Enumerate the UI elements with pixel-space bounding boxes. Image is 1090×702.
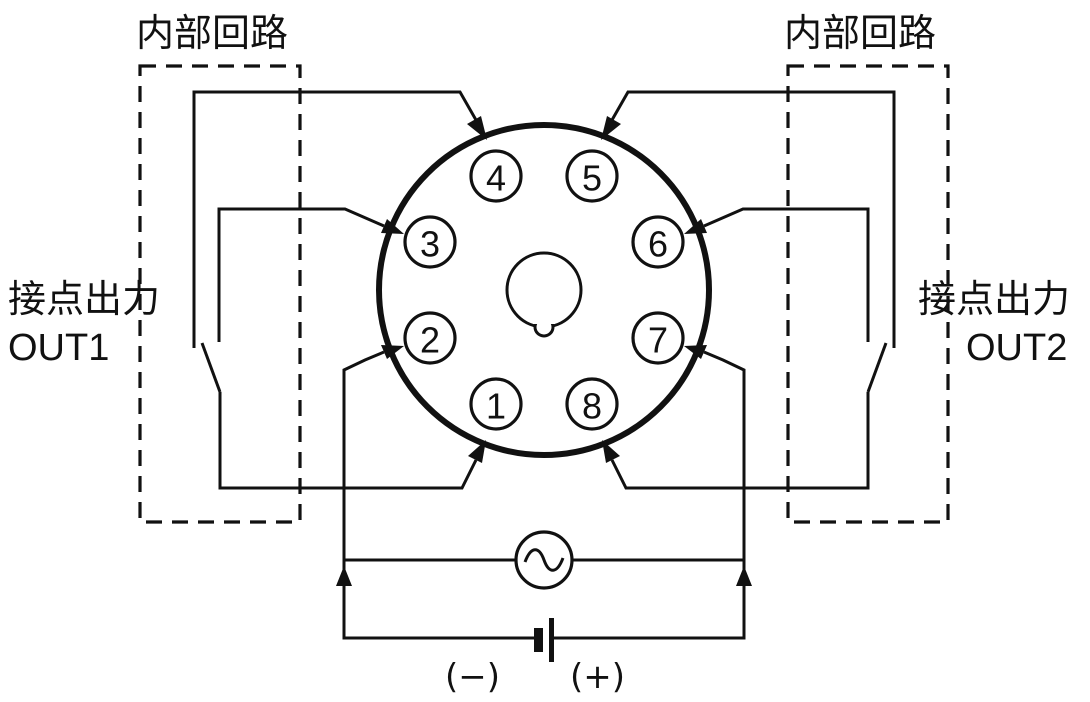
- wire-right-contact-to-pin5: [610, 90, 896, 348]
- internal-circuit-label-left: 内部回路: [136, 11, 288, 55]
- wire-dc-right: [552, 600, 746, 640]
- pin-8-label: 8: [582, 386, 602, 427]
- pin-7: 7: [631, 311, 685, 365]
- contact-output-label-left: 接点出力: [8, 277, 160, 321]
- ac-sine-icon: [514, 530, 574, 590]
- internal-circuit-box-right: [786, 64, 950, 524]
- arrow-power-left: [336, 566, 352, 586]
- internal-circuit-box-left: [138, 64, 302, 524]
- pin-1: 1: [469, 377, 523, 431]
- left-contact-blade: [200, 342, 222, 393]
- wire-left-contact-to-pin4: [192, 90, 478, 348]
- battery-icon: [534, 618, 554, 662]
- pin-3-label: 3: [420, 224, 440, 265]
- wire-pin7-to-power: [703, 350, 746, 612]
- minus-label: (−): [445, 657, 500, 697]
- out1-label: OUT1: [8, 327, 109, 369]
- pin-3: 3: [403, 215, 457, 269]
- pin-1-label: 1: [486, 386, 506, 427]
- wire-left-contact-to-pin1: [218, 392, 478, 490]
- wire-left-contact-to-pin3: [217, 207, 385, 342]
- wire-pin2-to-power: [342, 350, 385, 612]
- socket-outline: [376, 122, 712, 458]
- plus-label: (+): [570, 657, 625, 697]
- pin-5: 5: [565, 149, 619, 203]
- pin-8: 8: [565, 377, 619, 431]
- right-contact-blade: [866, 342, 888, 393]
- pin-4-label: 4: [486, 158, 506, 199]
- pin-2: 2: [403, 311, 457, 365]
- wire-right-contact-to-pin8: [610, 392, 870, 490]
- arrow-power-right: [736, 566, 752, 586]
- pin-2-label: 2: [420, 320, 440, 361]
- pin-4: 4: [469, 149, 523, 203]
- internal-circuit-label-right: 内部回路: [784, 11, 936, 55]
- out2-label: OUT2: [966, 327, 1067, 369]
- wire-dc-left: [342, 600, 534, 640]
- pin-7-label: 7: [648, 320, 668, 361]
- socket-key-icon: [505, 251, 583, 338]
- pin-6-label: 6: [648, 224, 668, 265]
- wire-right-contact-to-pin6: [703, 207, 870, 342]
- pin-6: 6: [631, 215, 685, 269]
- contact-output-label-right: 接点出力: [918, 277, 1070, 321]
- pin-5-label: 5: [582, 158, 602, 199]
